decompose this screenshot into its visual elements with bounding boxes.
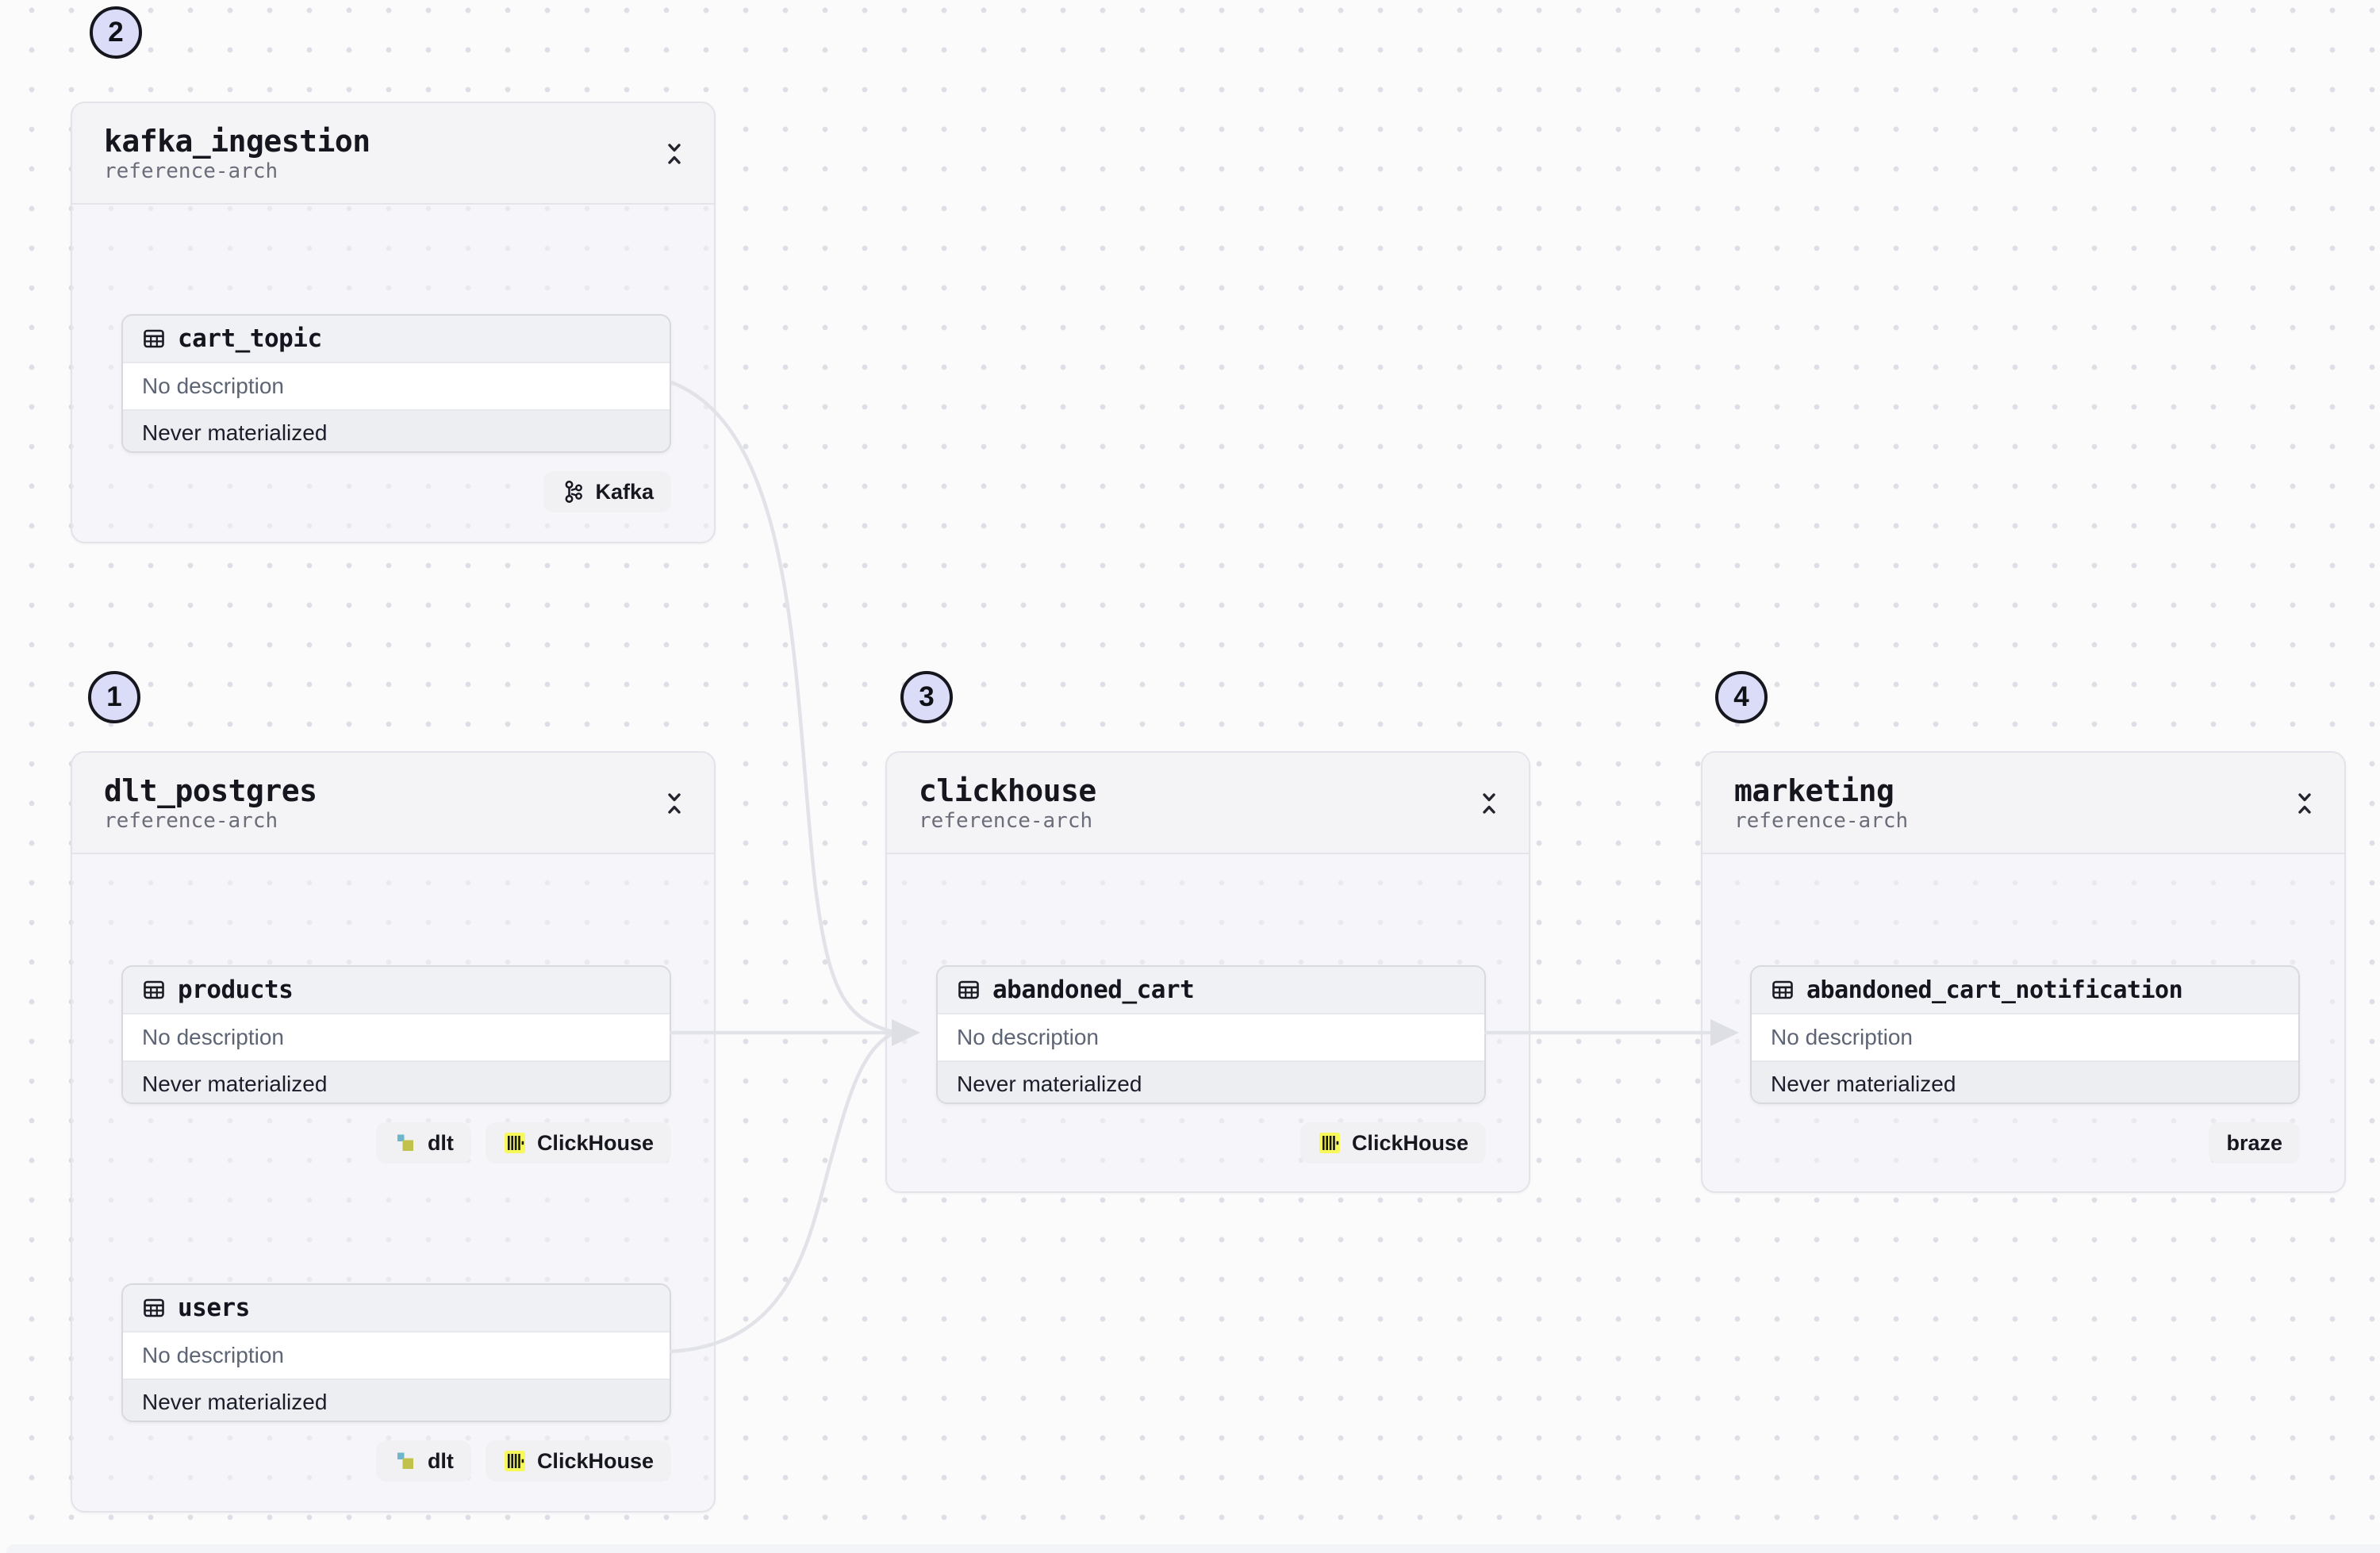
asset-card-products[interactable]: products No description Never materializ… xyxy=(121,965,671,1104)
asset-name: abandoned_cart xyxy=(992,976,1195,1004)
asset-card-header: products xyxy=(123,967,670,1013)
asset-card-header: abandoned_cart xyxy=(938,967,1484,1013)
asset-card-header: users xyxy=(123,1285,670,1331)
collapse-vertical-icon xyxy=(2298,793,2311,814)
asset-tag-row: Kafka xyxy=(121,471,671,512)
tag-label: ClickHouse xyxy=(536,1448,654,1473)
asset-status: Never materialized xyxy=(123,1379,670,1421)
group-subtitle: reference-arch xyxy=(104,809,278,833)
asset-tag-row: dlt ClickHouse xyxy=(121,1440,671,1482)
tag-clickhouse[interactable]: ClickHouse xyxy=(485,1122,671,1164)
group-title: kafka_ingestion xyxy=(104,124,370,159)
dlt-icon xyxy=(397,1134,413,1151)
asset-description: No description xyxy=(123,362,670,409)
tag-kafka[interactable]: Kafka xyxy=(543,471,671,512)
tag-label: Kafka xyxy=(595,479,654,504)
asset-card-abandoned-cart-notification[interactable]: abandoned_cart_notification No descripti… xyxy=(1750,965,2300,1104)
asset-description: No description xyxy=(1752,1013,2298,1060)
dlt-icon xyxy=(397,1452,413,1469)
table-icon xyxy=(144,980,164,999)
asset-card-cart-topic[interactable]: cart_topic No description Never material… xyxy=(121,314,671,453)
tag-dlt[interactable]: dlt xyxy=(375,1440,471,1482)
collapse-vertical-icon xyxy=(1483,793,1495,814)
group-title: marketing xyxy=(1734,773,1894,808)
step-badge-4: 4 xyxy=(1715,671,1768,723)
group-header: clickhouse reference-arch xyxy=(887,753,1529,854)
tag-clickhouse[interactable]: ClickHouse xyxy=(1299,1122,1486,1164)
asset-group-kafka-ingestion: kafka_ingestion reference-arch cart_topi… xyxy=(71,102,716,543)
collapse-group-button[interactable] xyxy=(655,784,693,823)
asset-name: users xyxy=(178,1294,250,1322)
table-icon xyxy=(144,329,164,348)
group-header: dlt_postgres reference-arch xyxy=(72,753,714,854)
collapse-group-button[interactable] xyxy=(655,135,693,173)
step-badge-number: 4 xyxy=(1733,681,1749,712)
asset-card-users[interactable]: users No description Never materialized xyxy=(121,1283,671,1422)
table-icon xyxy=(958,980,979,999)
asset-tag-row: dlt ClickHouse xyxy=(121,1122,671,1164)
bottom-panel-edge xyxy=(6,1545,2380,1553)
step-badge-number: 1 xyxy=(106,681,122,712)
clickhouse-icon xyxy=(504,1451,525,1471)
kafka-icon xyxy=(566,481,583,503)
asset-card-header: cart_topic xyxy=(123,316,670,362)
asset-description: No description xyxy=(123,1331,670,1379)
asset-tag-row: braze xyxy=(1750,1122,2300,1164)
step-badge-2: 2 xyxy=(90,6,142,59)
asset-group-marketing: marketing reference-arch abandoned_cart_… xyxy=(1701,751,2346,1193)
asset-status: Never materialized xyxy=(1752,1060,2298,1102)
collapse-group-button[interactable] xyxy=(2286,784,2324,823)
tag-label: braze xyxy=(2226,1130,2282,1155)
asset-status: Never materialized xyxy=(123,1060,670,1102)
collapse-group-button[interactable] xyxy=(1470,784,1508,823)
asset-status: Never materialized xyxy=(938,1060,1484,1102)
collapse-vertical-icon xyxy=(668,793,681,814)
asset-card-header: abandoned_cart_notification xyxy=(1752,967,2298,1013)
asset-name: abandoned_cart_notification xyxy=(1806,976,2183,1004)
group-header: kafka_ingestion reference-arch xyxy=(72,103,714,205)
asset-description: No description xyxy=(938,1013,1484,1060)
tag-label: dlt xyxy=(427,1448,454,1473)
table-icon xyxy=(1772,980,1793,999)
step-badge-number: 2 xyxy=(108,17,124,48)
collapse-vertical-icon xyxy=(668,144,681,164)
asset-description: No description xyxy=(123,1013,670,1060)
table-icon xyxy=(144,1298,164,1317)
asset-tag-row: ClickHouse xyxy=(936,1122,1486,1164)
tag-clickhouse[interactable]: ClickHouse xyxy=(485,1440,671,1482)
tag-dlt[interactable]: dlt xyxy=(375,1122,471,1164)
group-header: marketing reference-arch xyxy=(1702,753,2344,854)
group-title: dlt_postgres xyxy=(104,773,317,808)
group-title: clickhouse xyxy=(919,773,1096,808)
step-badge-number: 3 xyxy=(919,681,935,712)
asset-card-abandoned-cart[interactable]: abandoned_cart No description Never mate… xyxy=(936,965,1486,1104)
asset-name: products xyxy=(178,976,294,1004)
tag-label: ClickHouse xyxy=(536,1130,654,1155)
group-subtitle: reference-arch xyxy=(1734,809,1909,833)
asset-group-dlt-postgres: dlt_postgres reference-arch products No … xyxy=(71,751,716,1513)
asset-status: Never materialized xyxy=(123,409,670,451)
group-subtitle: reference-arch xyxy=(919,809,1093,833)
tag-label: ClickHouse xyxy=(1351,1130,1468,1155)
asset-name: cart_topic xyxy=(178,324,322,353)
group-subtitle: reference-arch xyxy=(104,159,278,183)
asset-group-clickhouse: clickhouse reference-arch abandoned_cart… xyxy=(885,751,1530,1193)
step-badge-3: 3 xyxy=(900,671,953,723)
tag-braze[interactable]: braze xyxy=(2209,1122,2300,1164)
clickhouse-icon xyxy=(1319,1133,1340,1153)
tag-label: dlt xyxy=(427,1130,454,1155)
clickhouse-icon xyxy=(504,1133,525,1153)
step-badge-1: 1 xyxy=(88,671,140,723)
